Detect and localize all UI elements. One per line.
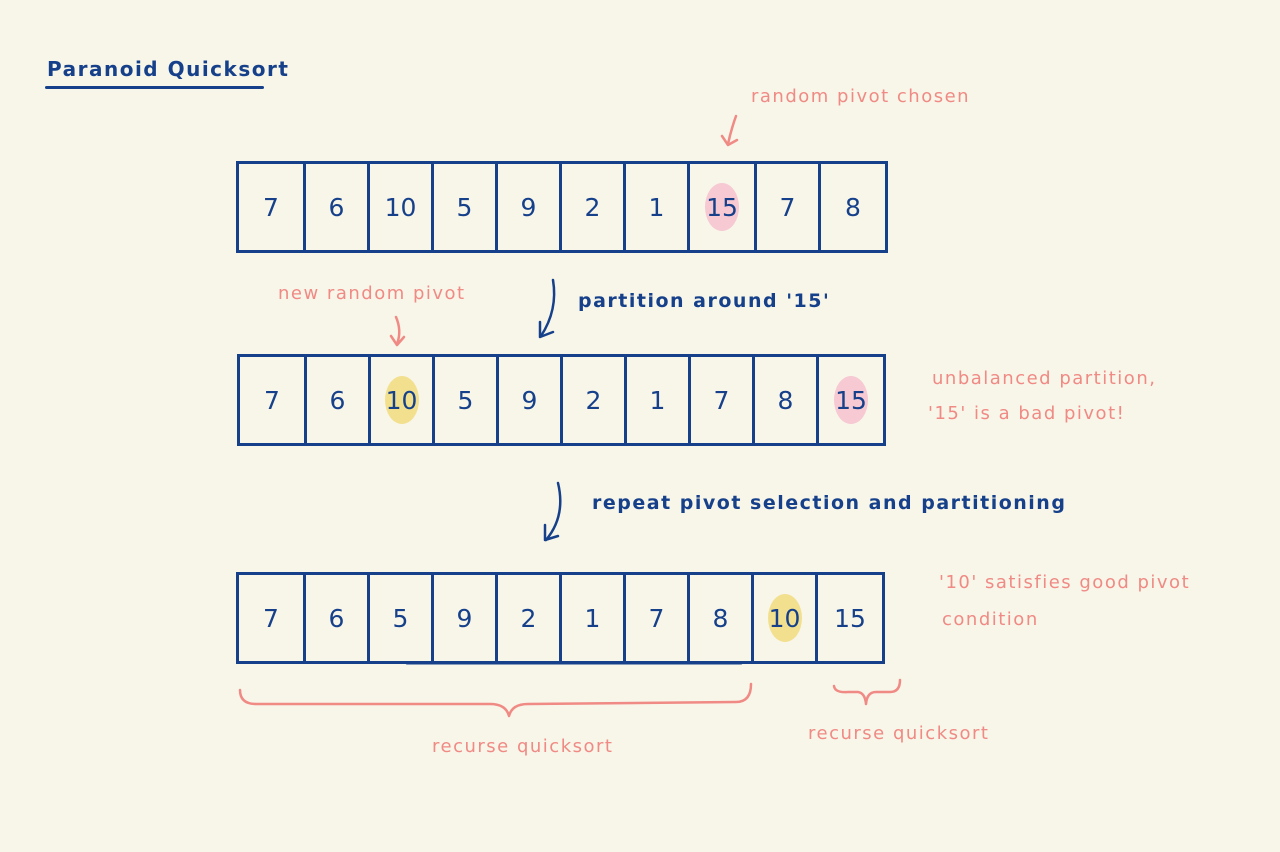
pivot-highlight <box>705 183 739 231</box>
cell-value: 9 <box>520 192 537 222</box>
cell-value: 1 <box>649 385 666 415</box>
label-unbalanced-line1: unbalanced partition, <box>932 368 1157 389</box>
cell-value: 10 <box>768 603 801 633</box>
page-title: Paranoid Quicksort <box>47 57 290 81</box>
array-cell: 7 <box>236 161 306 253</box>
cell-value: 1 <box>584 603 601 633</box>
cell-value: 2 <box>584 192 601 222</box>
array-cell: 10 <box>751 572 818 664</box>
cell-value: 7 <box>713 385 730 415</box>
array-cell: 1 <box>624 354 691 446</box>
brace-left <box>238 682 753 718</box>
cell-value: 8 <box>712 603 729 633</box>
cell-value: 6 <box>328 603 345 633</box>
array-cell: 10 <box>367 161 434 253</box>
array-cell: 2 <box>559 161 626 253</box>
array-cell: 9 <box>431 572 498 664</box>
cell-value: 7 <box>648 603 665 633</box>
cell-value: 5 <box>456 192 473 222</box>
array-cell: 15 <box>687 161 757 253</box>
cell-value: 1 <box>648 192 665 222</box>
arrow-partition-icon <box>538 278 556 339</box>
label-recurse-left: recurse quicksort <box>432 736 614 757</box>
array-cell: 8 <box>687 572 754 664</box>
cell-value: 2 <box>585 385 602 415</box>
pivot-highlight <box>834 376 868 424</box>
cell-value: 8 <box>845 192 861 222</box>
cell-value: 7 <box>263 603 279 633</box>
array-cell: 6 <box>303 161 370 253</box>
array-cell: 7 <box>623 572 690 664</box>
array-cell: 1 <box>623 161 690 253</box>
cell-value: 15 <box>834 603 866 633</box>
cell-value: 7 <box>779 192 796 222</box>
array-cell: 15 <box>815 572 885 664</box>
array-final: 7 6 5 9 2 1 7 8 10 15 <box>236 572 885 664</box>
cell-value: 6 <box>329 385 346 415</box>
cell-value: 7 <box>264 385 280 415</box>
cell-value: 7 <box>263 192 279 222</box>
array-cell: 8 <box>818 161 888 253</box>
cell-value: 5 <box>392 603 409 633</box>
array-cell: 7 <box>236 572 306 664</box>
array-cell: 9 <box>496 354 563 446</box>
cell-value: 5 <box>457 385 474 415</box>
array-cell: 2 <box>560 354 627 446</box>
cell-value: 6 <box>328 192 345 222</box>
cell-value: 15 <box>835 385 867 415</box>
cell-value: 2 <box>520 603 537 633</box>
pivot-highlight <box>767 594 802 642</box>
label-repeat: repeat pivot selection and partitioning <box>592 492 1067 514</box>
arrow-repeat-icon <box>543 481 562 542</box>
pivot-highlight <box>384 376 419 424</box>
cell-value: 10 <box>384 192 417 222</box>
brace-right <box>832 678 902 706</box>
label-partition-around: partition around '15' <box>578 290 831 312</box>
label-random-pivot-chosen: random pivot chosen <box>751 86 971 107</box>
array-cell: 7 <box>688 354 755 446</box>
label-unbalanced-line2: '15' is a bad pivot! <box>928 403 1126 424</box>
cell-value: 10 <box>385 385 418 415</box>
array-cell: 7 <box>754 161 821 253</box>
cell-value: 9 <box>521 385 538 415</box>
cell-value: 15 <box>706 192 738 222</box>
arrow-new-pivot-icon <box>389 315 406 347</box>
arrow-random-pivot-icon <box>720 114 739 147</box>
cell-value: 8 <box>777 385 794 415</box>
array-cell: 1 <box>559 572 626 664</box>
array-cell: 15 <box>816 354 886 446</box>
array-cell: 6 <box>304 354 371 446</box>
array-cell: 5 <box>431 161 498 253</box>
array-cell: 5 <box>432 354 499 446</box>
array-initial: 7 6 10 5 9 2 1 15 7 8 <box>236 161 888 253</box>
label-recurse-right: recurse quicksort <box>808 723 990 744</box>
label-good-pivot-line1: '10' satisfies good pivot <box>939 572 1191 593</box>
array-cell: 8 <box>752 354 819 446</box>
label-new-random-pivot: new random pivot <box>278 283 466 304</box>
array-cell: 6 <box>303 572 370 664</box>
array-cell: 9 <box>495 161 562 253</box>
array-cell: 10 <box>368 354 435 446</box>
array-cell: 5 <box>367 572 434 664</box>
array-after-partition: 7 6 10 5 9 2 1 7 8 15 <box>237 354 886 446</box>
title-underline <box>45 86 264 89</box>
array-cell: 2 <box>495 572 562 664</box>
array-cell: 7 <box>237 354 307 446</box>
cell-value: 9 <box>456 603 473 633</box>
label-good-pivot-line2: condition <box>942 609 1039 630</box>
